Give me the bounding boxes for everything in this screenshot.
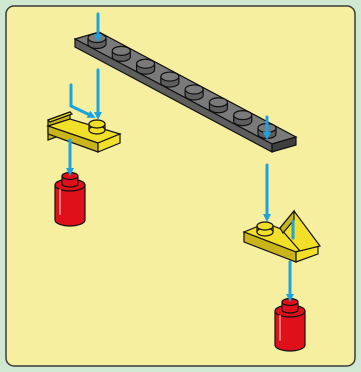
bracket-left-side-face xyxy=(97,133,121,153)
gray-plate-1x8 xyxy=(73,31,298,153)
plate-end-face xyxy=(271,136,297,153)
arrow-left-bracket-elbow xyxy=(69,83,96,118)
red-round-brick-left xyxy=(54,171,86,227)
plate-studs xyxy=(87,32,277,140)
plate-stud xyxy=(111,45,131,62)
bracket-left-back-face xyxy=(46,111,74,123)
plate-stud xyxy=(233,110,253,127)
assembly-arrows xyxy=(66,12,295,302)
red-round-brick-right xyxy=(274,297,306,352)
bracket-right-stud xyxy=(256,221,274,237)
bracket-left-stud xyxy=(88,119,106,135)
yellow-bracket-right xyxy=(242,209,322,263)
plate-stud xyxy=(160,71,180,88)
plate-stud xyxy=(184,84,204,101)
plate-stud xyxy=(208,97,229,114)
plate-stud xyxy=(135,58,156,75)
instruction-panel xyxy=(5,5,356,367)
yellow-bracket-left xyxy=(46,111,122,153)
